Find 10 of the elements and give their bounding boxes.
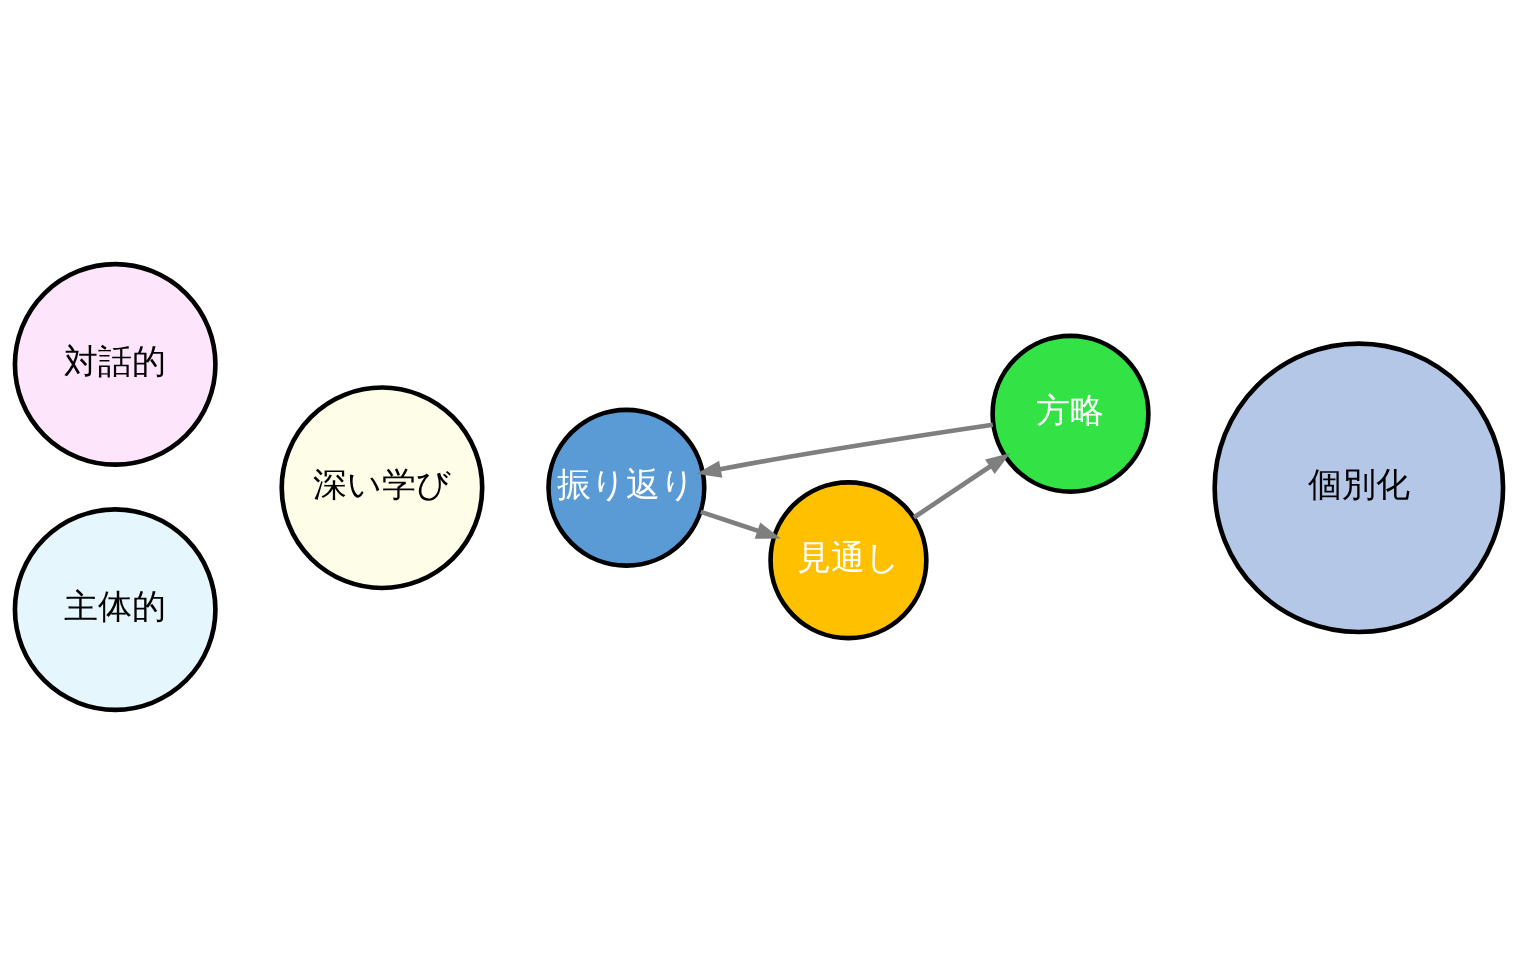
- node-circle: 振り返り: [546, 407, 707, 568]
- node-circle: 見通し: [768, 480, 929, 641]
- node-circle: 主体的: [12, 507, 218, 713]
- arrow: [696, 422, 994, 478]
- node-circle: 個別化: [1212, 341, 1506, 635]
- arrow: [700, 509, 781, 539]
- node-circle: 対話的: [12, 261, 218, 467]
- node-circle: 方略: [990, 333, 1151, 494]
- node-circle: 深い学び: [279, 385, 485, 591]
- arrow: [912, 452, 1011, 520]
